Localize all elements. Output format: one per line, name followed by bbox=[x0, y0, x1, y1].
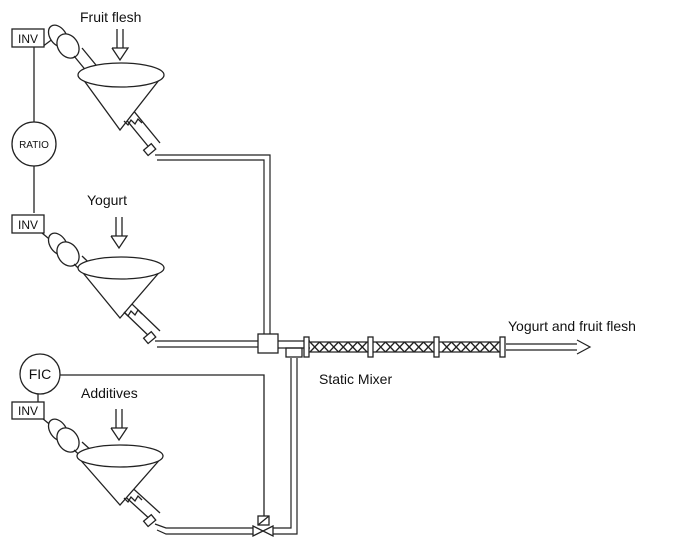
static-mixer-label: Static Mixer bbox=[319, 371, 392, 387]
inv-box-top: INV bbox=[11, 28, 45, 48]
down-arrow-icon bbox=[110, 409, 129, 442]
pipe-additives-inner bbox=[156, 529, 253, 535]
feed-unit-yogurt: Yogurt bbox=[47, 192, 258, 348]
inv-box-middle: INV bbox=[11, 214, 45, 234]
screw-conveyor-yogurt bbox=[123, 308, 143, 318]
mixer-segment bbox=[441, 341, 500, 353]
feed-label-additives: Additives bbox=[81, 385, 138, 401]
fic-label: FIC bbox=[29, 366, 52, 382]
mixer-flange bbox=[367, 336, 374, 358]
drive-motor-fruit bbox=[47, 24, 80, 59]
screw-conveyor-fruit bbox=[123, 117, 143, 127]
down-arrow-icon bbox=[111, 29, 130, 62]
flange-additives bbox=[142, 513, 157, 528]
flange-fruit bbox=[142, 142, 157, 157]
drive-motor-additives bbox=[47, 418, 80, 453]
mixer-flange bbox=[499, 336, 506, 358]
flange-yogurt bbox=[142, 330, 157, 345]
mixer-segment bbox=[375, 341, 434, 353]
screw-conveyor-additives bbox=[123, 494, 143, 504]
pipe-additives-outer bbox=[154, 523, 253, 529]
mixer-segment bbox=[309, 341, 368, 353]
ratio-label: RATIO bbox=[19, 140, 49, 151]
control-valve bbox=[252, 515, 274, 538]
ratio-controller: RATIO bbox=[11, 121, 57, 167]
hopper-additives bbox=[76, 444, 164, 506]
signal-line-fic-valve bbox=[60, 374, 265, 520]
feed-label-fruit: Fruit flesh bbox=[80, 9, 141, 25]
feed-label-yogurt: Yogurt bbox=[87, 192, 127, 208]
pipe-additives-riser-outer bbox=[273, 358, 292, 529]
pipe-fruit-outer bbox=[155, 154, 271, 335]
inv-label-top: INV bbox=[18, 32, 38, 46]
feed-unit-fruit: Fruit flesh bbox=[47, 9, 271, 335]
output-arrow-icon bbox=[506, 339, 592, 355]
drive-motor-yogurt bbox=[47, 232, 80, 267]
hopper-fruit bbox=[77, 62, 165, 132]
down-arrow-icon bbox=[110, 217, 129, 250]
output-label: Yogurt and fruit flesh bbox=[508, 318, 636, 334]
inv-label-bottom: INV bbox=[18, 404, 38, 418]
inv-box-bottom: INV bbox=[11, 401, 45, 420]
pipe-fruit-inner bbox=[157, 159, 265, 335]
fic-controller: FIC bbox=[19, 353, 61, 395]
pipe-additives-riser-inner bbox=[273, 358, 298, 535]
static-mixer bbox=[303, 336, 506, 358]
feed-unit-additives: Additives bbox=[47, 358, 298, 538]
mixer-flange bbox=[433, 336, 440, 358]
inv-label-middle: INV bbox=[18, 218, 38, 232]
hopper-yogurt bbox=[77, 256, 165, 320]
mixer-flange bbox=[303, 336, 310, 358]
junction-tee bbox=[257, 333, 310, 358]
